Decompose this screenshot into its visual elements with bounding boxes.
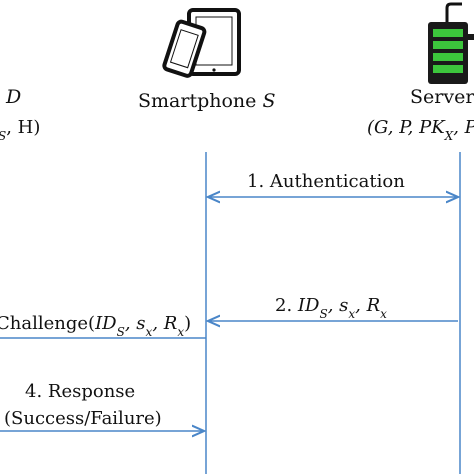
message-4-label-line1: 4. Response xyxy=(25,381,135,402)
message-challenge: Challenge(IDS, sx, Rx) xyxy=(0,313,206,339)
message-4-label-line2: (Success/Failure) xyxy=(4,408,162,429)
message-authentication: 1. Authentication xyxy=(208,171,458,197)
message-3-label: Challenge(IDS, sx, Rx) xyxy=(0,313,191,339)
server-battery-icon xyxy=(428,2,474,84)
message-2: 2. IDS, sx, Rx xyxy=(208,295,458,321)
device-params: S, H) xyxy=(0,117,40,143)
server-actor: Server (G, P, PKX, P xyxy=(367,86,474,143)
message-1-label: 1. Authentication xyxy=(247,171,405,192)
message-2-label: 2. IDS, sx, Rx xyxy=(275,295,387,321)
device-actor: D S, H) xyxy=(0,86,40,143)
message-response: 4. Response (Success/Failure) xyxy=(0,381,204,431)
device-name: D xyxy=(5,86,21,108)
smartphone-label: Smartphone S xyxy=(138,90,275,112)
server-name: Server xyxy=(410,86,474,108)
phone-and-tablet-icon xyxy=(162,8,241,78)
server-params: (G, P, PKX, P xyxy=(367,117,474,143)
